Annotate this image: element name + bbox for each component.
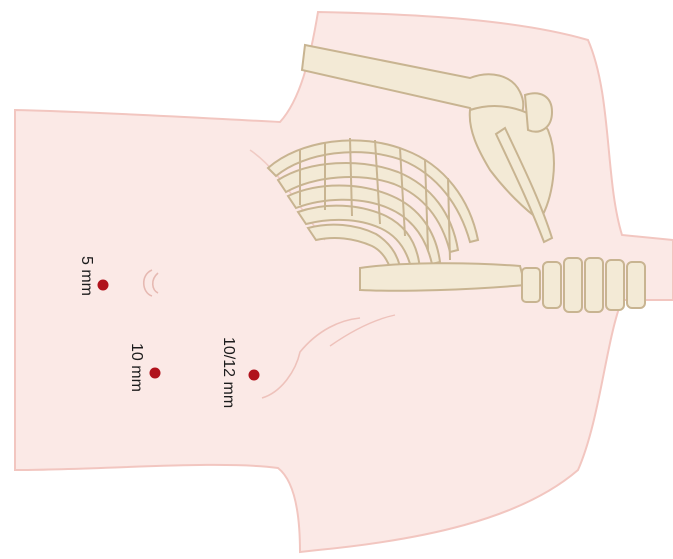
- port-10mm-dot: [150, 368, 161, 379]
- port-10-12mm-label: 10/12 mm: [220, 337, 237, 408]
- port-5mm-dot: [98, 280, 109, 291]
- port-5mm-label: 5 mm: [78, 256, 95, 296]
- acromion: [525, 93, 552, 131]
- port-10mm-label: 10 mm: [128, 343, 145, 392]
- port-10-12mm-dot: [249, 370, 260, 381]
- sternum-bone: [360, 263, 525, 291]
